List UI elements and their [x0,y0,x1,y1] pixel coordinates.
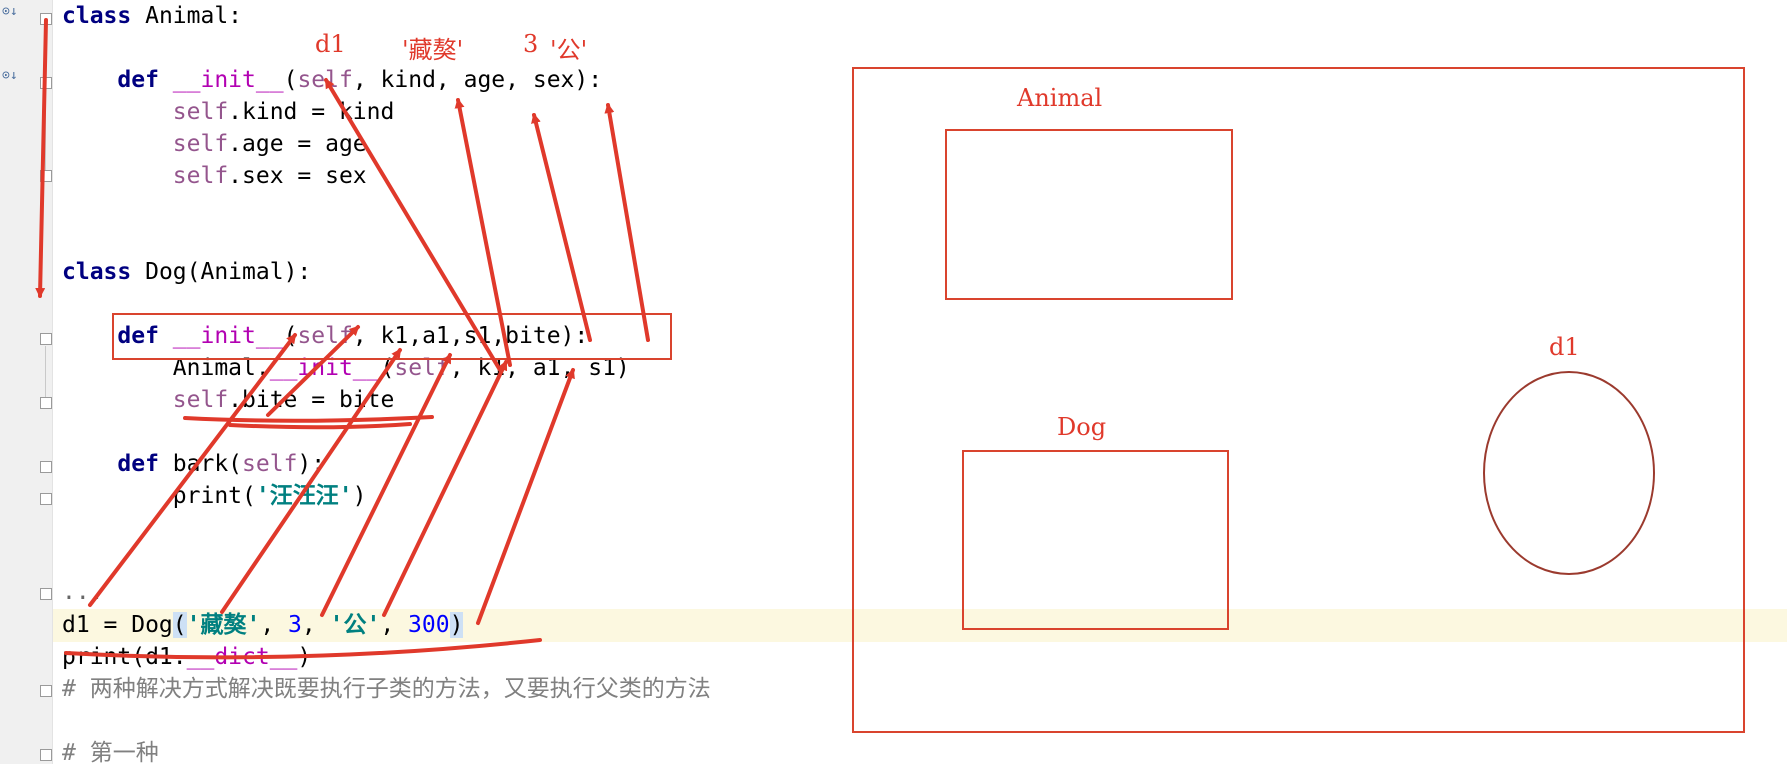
fold-toggle-icon[interactable] [40,461,52,473]
arrow-a1-up [531,113,592,342]
fold-toggle-icon[interactable] [40,749,52,761]
fold-toggle-icon[interactable] [40,685,52,697]
arrow-age-to-a1 [320,353,452,617]
diagram-label-animal: Animal [1017,84,1103,112]
fold-toggle-icon[interactable] [40,397,52,409]
arrow-bite [476,368,575,625]
arrow-s1-up [604,103,650,342]
arrow-kind-to-k1 [220,348,402,614]
current-line-highlight [53,609,1787,642]
diagram-label-d1: d1 [1549,333,1580,361]
fold-guide [45,346,46,397]
arg-label-sex: '公' [550,36,588,64]
fold-expand-icon[interactable] [40,588,52,600]
code-line-6[interactable]: class Dog(Animal): [62,259,312,285]
arrow-d1-to-self [88,333,297,607]
arrow-self-bite [266,325,360,417]
arrow-class-link [35,18,48,298]
code-line-13[interactable]: d1 = Dog('藏獒', 3, '公', 300) [62,612,464,638]
code-line-12[interactable]: ... [62,579,104,605]
diagram-frame [852,67,1745,733]
arrow-self-up [324,78,502,372]
code-line-3[interactable]: self.kind = kind [172,99,395,125]
diagram-dog-box [962,450,1229,630]
underline-self-bite-2 [228,422,412,430]
arrow-k1-up [454,98,512,367]
code-line-1[interactable]: class Animal: [62,3,243,29]
diagram-d1-ellipse [1483,371,1655,575]
arg-label-age: 3 [523,30,539,58]
underline-d1-call [64,638,542,660]
code-line-11[interactable]: print('汪汪汪') [62,483,367,509]
underline-self-bite [183,415,434,423]
code-line-16[interactable]: # 第一种 [62,740,159,766]
fold-toggle-icon[interactable] [40,333,52,345]
override-marker-icon[interactable]: ⊙↓ [2,4,18,19]
override-marker-icon[interactable]: ⊙↓ [2,68,18,83]
arg-label-d1: d1 [315,30,346,58]
fold-toggle-icon[interactable] [40,493,52,505]
code-line-2[interactable]: def __init__(self, kind, age, sex): [117,67,603,93]
code-line-5[interactable]: self.sex = sex [172,163,367,189]
code-line-15[interactable]: # 两种解决方式解决既要执行子类的方法，又要执行父类的方法 [62,676,711,702]
arrow-sex-to-s1 [382,360,508,617]
arg-label-kind: '藏獒' [402,36,464,64]
diagram-label-dog: Dog [1057,413,1107,441]
diagram-animal-box [945,129,1233,300]
